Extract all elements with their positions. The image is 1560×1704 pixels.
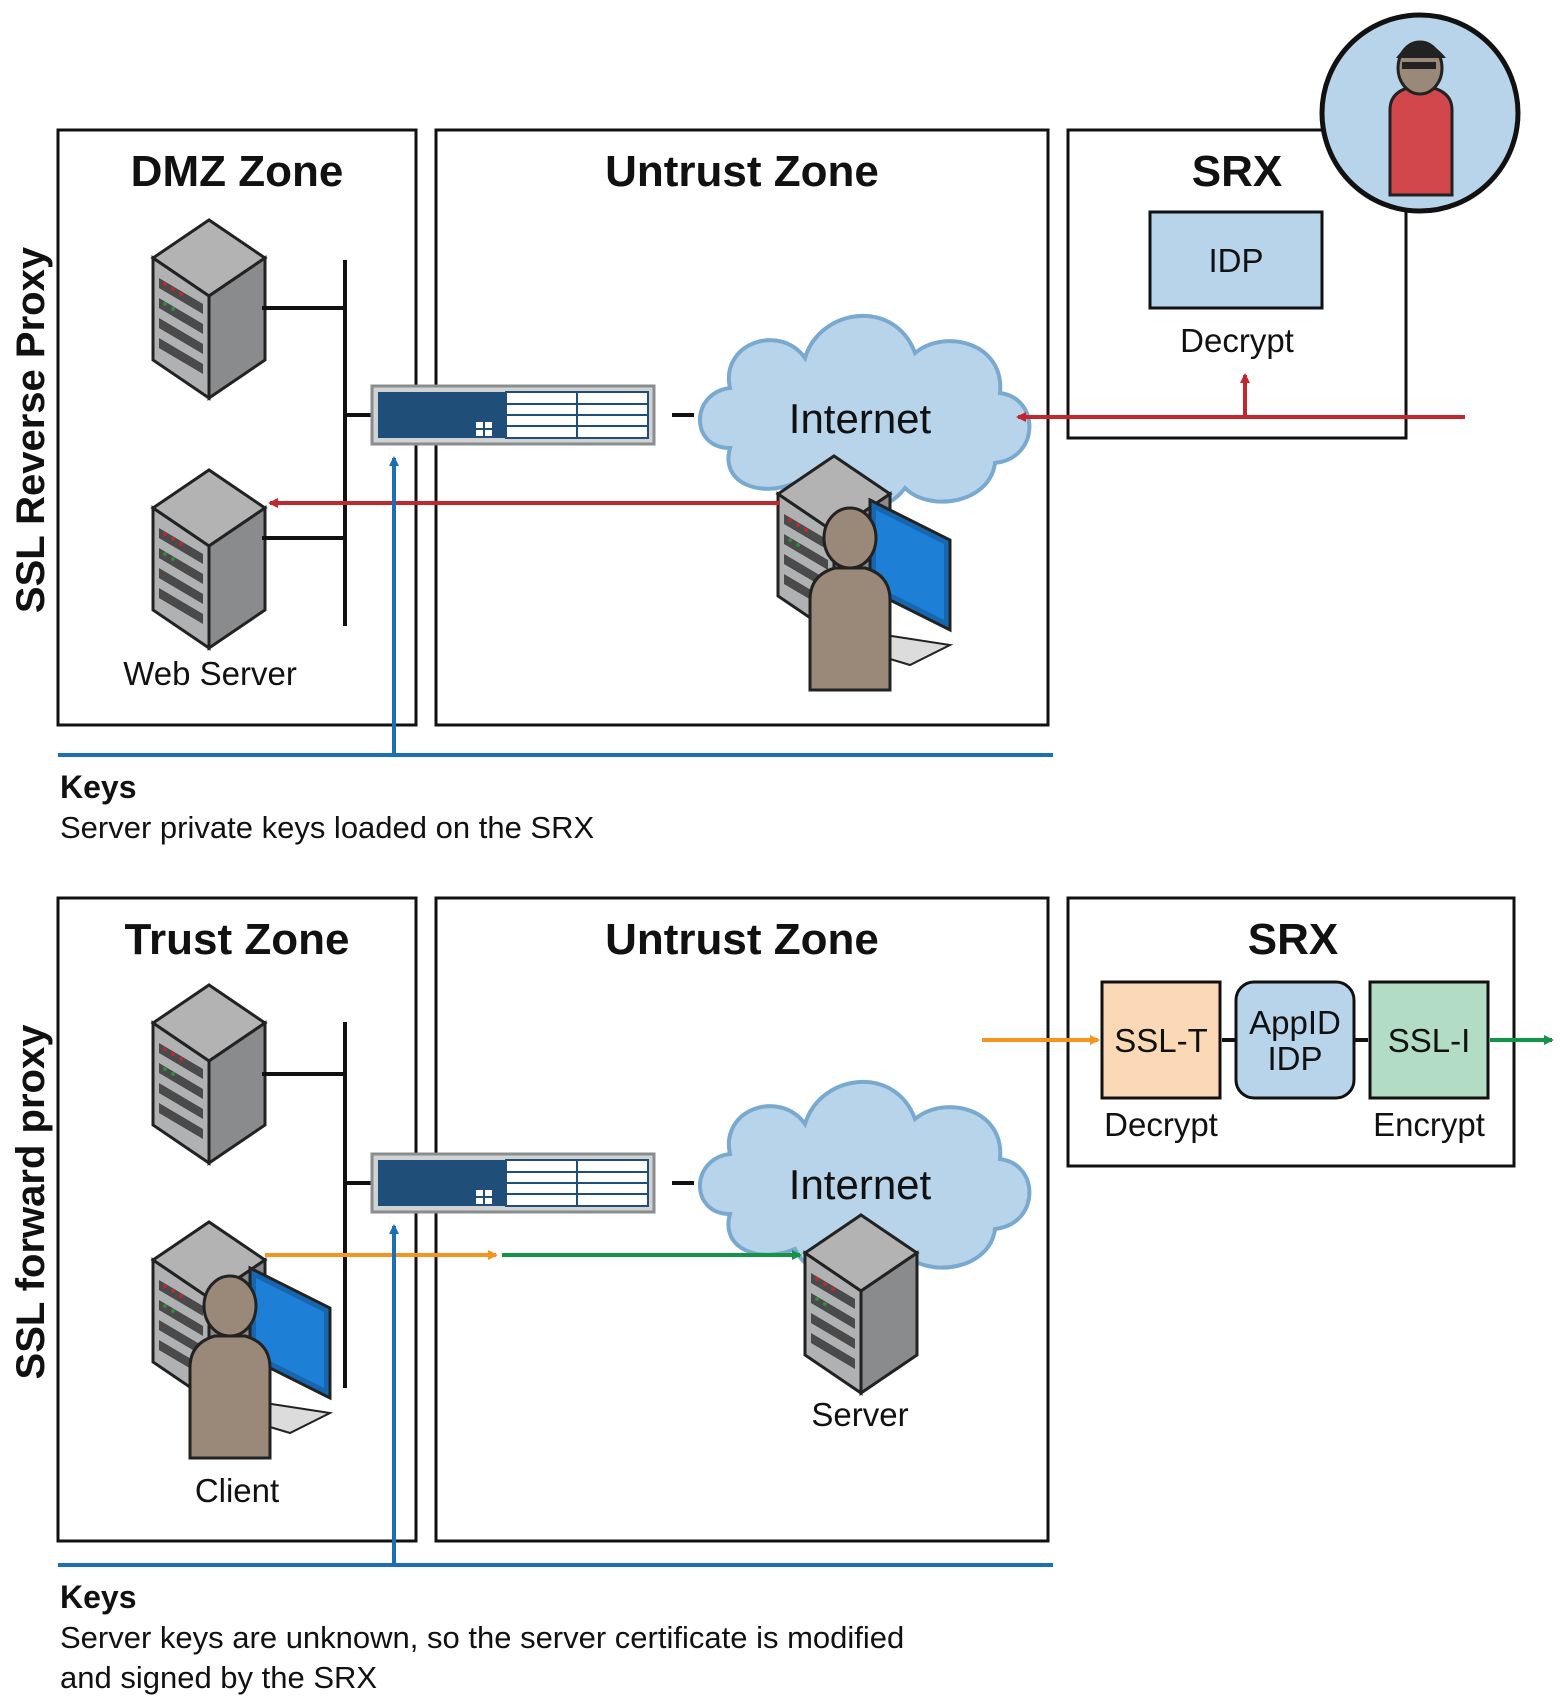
top-keys-text: Server private keys loaded on the SRX <box>60 810 594 845</box>
top-untrust-zone-title: Untrust Zone <box>605 147 879 196</box>
client-label: Client <box>195 1472 279 1509</box>
trust-zone-title: Trust Zone <box>125 915 350 964</box>
top-srx-box <box>1066 128 1408 440</box>
server-label: Server <box>811 1396 908 1433</box>
top-keys-title: Keys <box>60 769 137 805</box>
bottom-encrypt-label: Encrypt <box>1373 1106 1485 1143</box>
sslt-label: SSL-T <box>1114 1022 1208 1059</box>
internet-server-icon <box>803 1213 919 1395</box>
bottom-keys-text-line1: Server keys are unknown, so the server c… <box>60 1620 904 1655</box>
bottom-untrust-zone-box <box>434 896 1050 1543</box>
appid-idp-label: IDP <box>1267 1040 1322 1077</box>
top-idp-box <box>1148 210 1324 310</box>
top-srx-title: SRX <box>1192 147 1282 196</box>
dmz-zone-box <box>56 128 418 727</box>
ssli-label: SSL-I <box>1388 1022 1471 1059</box>
bottom-firewall-icon <box>370 1152 656 1214</box>
dmz-zone-title: DMZ Zone <box>131 147 344 196</box>
web-server-icon <box>151 468 267 650</box>
bottom-internet-label: Internet <box>789 1161 932 1208</box>
trust-server-icon <box>151 983 267 1165</box>
top-idp-label: IDP <box>1208 242 1263 279</box>
appid-label: AppID <box>1249 1004 1341 1041</box>
bottom-side-label: SSL forward proxy <box>9 1024 53 1380</box>
top-keys-line <box>58 456 1053 757</box>
bottom-srx-title: SRX <box>1248 915 1338 964</box>
top-firewall-icon <box>370 384 656 446</box>
bottom-keys-line <box>58 1224 1053 1567</box>
ssli-box <box>1368 980 1490 1100</box>
dmz-server-icon <box>151 218 267 400</box>
top-internet-label: Internet <box>789 395 932 442</box>
bottom-keys-title: Keys <box>60 1579 137 1615</box>
trust-zone-box <box>56 896 418 1543</box>
bottom-keys-text-line2: and signed by the SRX <box>60 1660 377 1695</box>
dmz-network-lines <box>262 260 694 626</box>
bottom-untrust-zone-title: Untrust Zone <box>605 915 879 964</box>
top-red-flow <box>268 373 1465 508</box>
internet-user-icon <box>808 498 952 692</box>
bottom-decrypt-label: Decrypt <box>1104 1106 1218 1143</box>
bottom-srx-box <box>1066 896 1516 1168</box>
top-side-label: SSL Reverse Proxy <box>9 246 53 613</box>
web-server-label: Web Server <box>123 655 297 692</box>
appid-idp-box <box>1234 980 1356 1100</box>
trust-network-lines <box>262 1022 694 1388</box>
top-decrypt-label: Decrypt <box>1180 322 1294 359</box>
client-user-icon <box>188 1266 332 1460</box>
attacker-avatar <box>1319 12 1521 214</box>
sslt-box <box>1100 980 1222 1100</box>
